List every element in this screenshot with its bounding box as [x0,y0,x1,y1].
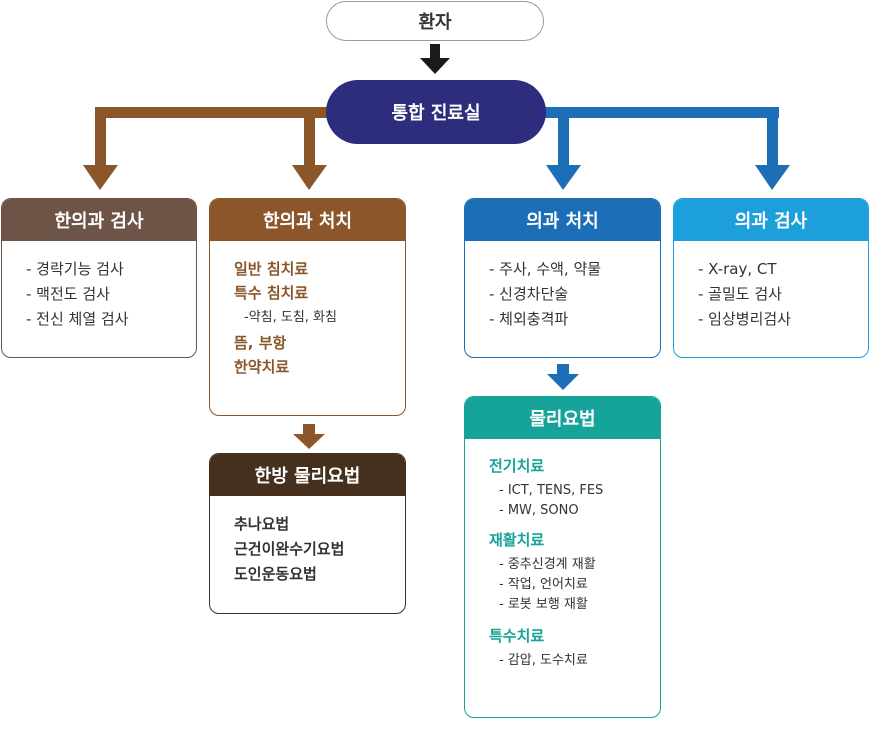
arrow-patient-to-hub [420,44,450,74]
physio-group-title-special: 특수치료 [489,627,545,645]
card-physio-title: 물리요법 [465,397,660,439]
card-km-treatment-body: 일반 침치료 특수 침치료 -약침, 도침, 화침 뜸, 부항 한약치료 [210,241,405,379]
list-item: - 경락기능 검사 [26,260,124,278]
card-wm-treatment-list: - 주사, 수액, 약물 - 신경차단술 - 체외충격파 [465,241,660,332]
list-item: - 전신 체열 검사 [26,310,129,328]
list-item: - 체외충격파 [489,310,569,328]
integrated-clinic-node: 통합 진료실 [326,80,546,144]
treatment-line: 뜸, 부항 [234,334,287,352]
branch-korean-medicine [83,107,330,190]
card-km-treatment: 한의과 처치 일반 침치료 특수 침치료 -약침, 도침, 화침 뜸, 부항 한… [209,198,406,416]
list-item: - 로봇 보행 재활 [499,597,588,612]
card-km-physio-list: 추나요법 근건이완수기요법 도인운동요법 [210,496,405,587]
list-item: - 맥전도 검사 [26,285,110,303]
list-item: - ICT, TENS, FES [499,483,604,498]
list-item: - 임상병리검사 [698,310,791,328]
card-wm-exam: 의과 검사 - X-ray, CT - 골밀도 검사 - 임상병리검사 [673,198,869,358]
treatment-line: 일반 침치료 [234,260,309,278]
treatment-line: 특수 침치료 [234,284,309,302]
card-wm-treatment-title: 의과 처치 [465,199,660,241]
physio-group-rehab: - 중추신경계 재활 - 작업, 언어치료 - 로봇 보행 재활 [489,551,660,625]
list-item: 도인운동요법 [234,565,317,583]
list-item: - 중추신경계 재활 [499,557,596,572]
card-km-physio: 한방 물리요법 추나요법 근건이완수기요법 도인운동요법 [209,453,406,614]
patient-node: 환자 [326,1,544,41]
card-km-exam: 한의과 검사 - 경락기능 검사 - 맥전도 검사 - 전신 체열 검사 [1,198,197,358]
list-item: - MW, SONO [499,503,579,518]
treatment-line: 한약치료 [234,358,290,376]
treatment-subline: -약침, 도침, 화침 [244,310,337,325]
physio-group-title-rehab: 재활치료 [489,531,545,549]
card-wm-treatment: 의과 처치 - 주사, 수액, 약물 - 신경차단술 - 체외충격파 [464,198,661,358]
list-item: - 신경차단술 [489,285,569,303]
card-physio-body: 전기치료 - ICT, TENS, FES - MW, SONO 재활치료 - … [465,439,660,671]
card-km-treatment-title: 한의과 처치 [210,199,405,241]
card-km-exam-list: - 경락기능 검사 - 맥전도 검사 - 전신 체열 검사 [2,241,196,332]
hub-label: 통합 진료실 [391,103,481,124]
card-wm-exam-list: - X-ray, CT - 골밀도 검사 - 임상병리검사 [674,241,868,332]
card-km-exam-title: 한의과 검사 [2,199,196,241]
branch-western-medicine [542,107,790,190]
physio-group-special: - 감압, 도수치료 [489,647,660,671]
list-item: 근건이완수기요법 [234,540,345,558]
physio-group-electric: - ICT, TENS, FES - MW, SONO [489,477,660,529]
list-item: - X-ray, CT [698,260,777,278]
physio-group-title-electric: 전기치료 [489,457,545,475]
list-item: - 주사, 수액, 약물 [489,260,602,278]
card-km-physio-title: 한방 물리요법 [210,454,405,496]
card-physio: 물리요법 전기치료 - ICT, TENS, FES - MW, SONO 재활… [464,396,661,718]
card-wm-exam-title: 의과 검사 [674,199,868,241]
list-item: - 골밀도 검사 [698,285,782,303]
list-item: - 감압, 도수치료 [499,653,588,668]
arrow-km-treatment-to-physio [293,424,325,449]
list-item: - 작업, 언어치료 [499,577,588,592]
arrow-wm-treatment-to-physio [547,364,579,390]
list-item: 추나요법 [234,515,290,533]
patient-label: 환자 [418,12,452,33]
